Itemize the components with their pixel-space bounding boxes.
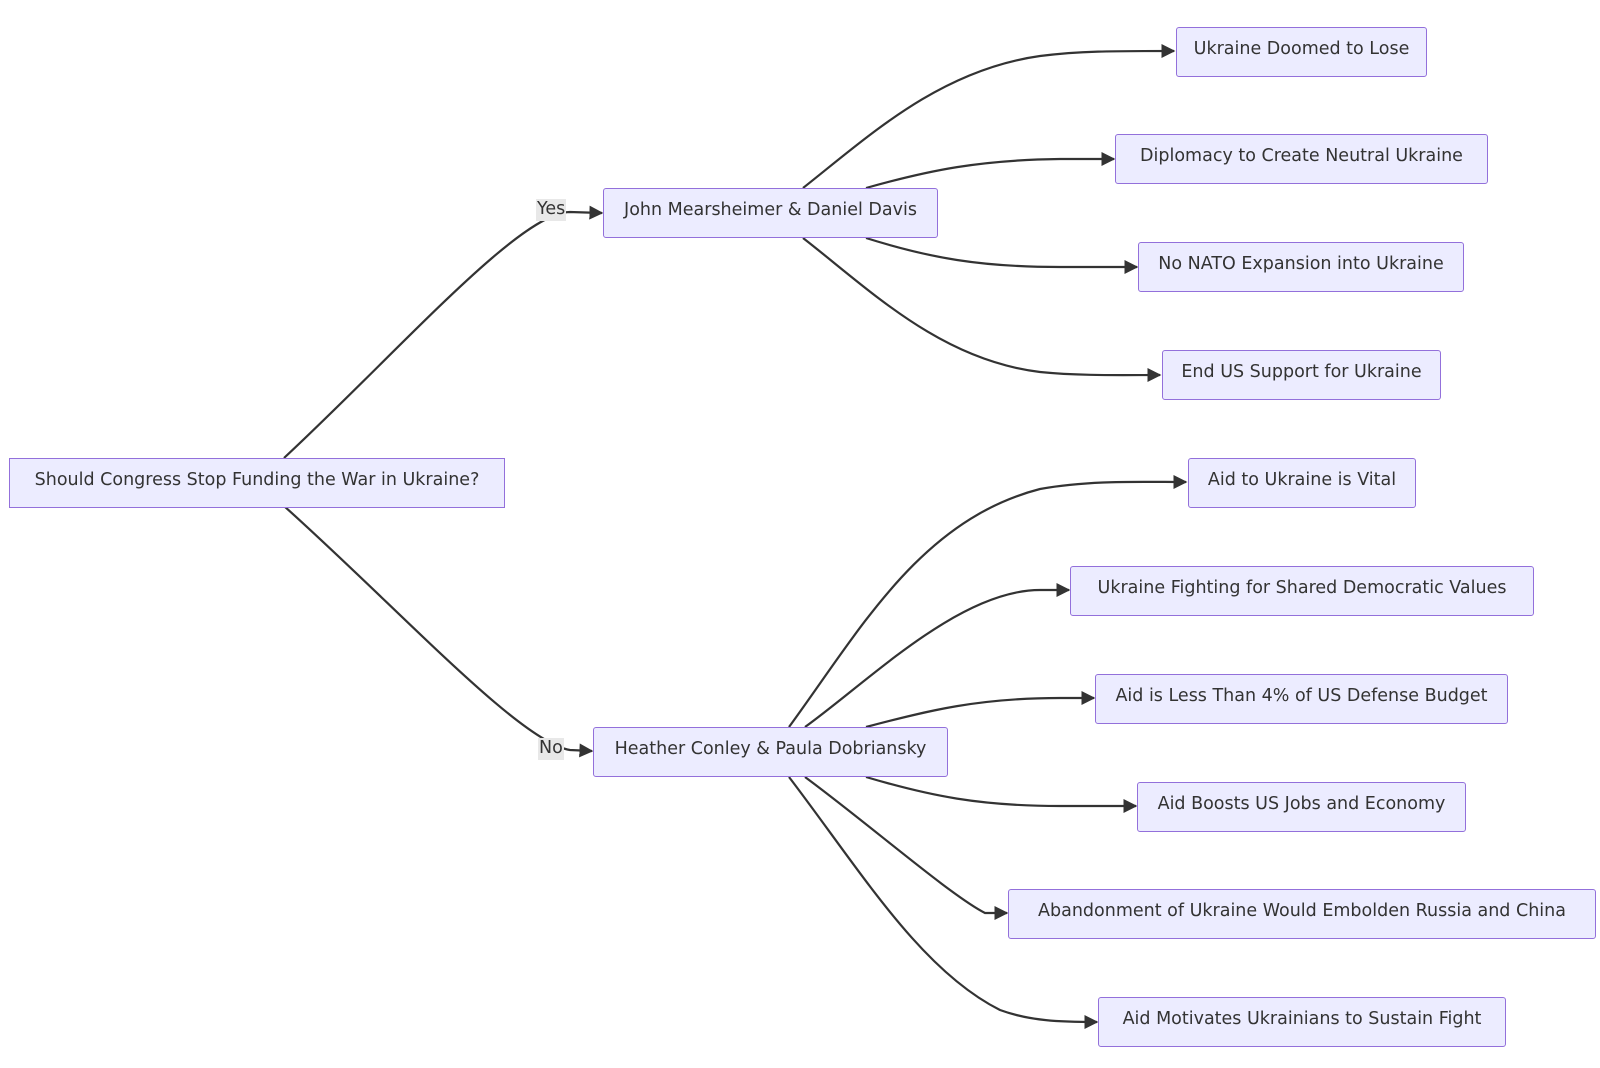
edge-root-to-yes-speaker [283, 205, 604, 459]
edge-label-yes: Yes [536, 199, 567, 221]
no-argument-node: Aid to Ukraine is Vital [1188, 458, 1416, 508]
edge-yes-to-argument-3 [865, 236, 1139, 274]
edge-no-to-argument-5 [804, 776, 1009, 920]
edge-no-to-argument-3 [865, 691, 1096, 729]
root-question-node: Should Congress Stop Funding the War in … [9, 458, 505, 508]
yes-argument-node: End US Support for Ukraine [1162, 350, 1441, 400]
yes-speaker-node: John Mearsheimer & Daniel Davis [603, 188, 938, 238]
edge-no-to-argument-1 [788, 474, 1188, 728]
edge-yes-to-argument-2 [865, 152, 1116, 190]
no-argument-node: Aid Motivates Ukrainians to Sustain Figh… [1098, 997, 1506, 1047]
yes-argument-node: Diplomacy to Create Neutral Ukraine [1115, 134, 1488, 184]
edge-yes-to-argument-1 [802, 44, 1176, 189]
no-argument-node: Aid is Less Than 4% of US Defense Budget [1095, 674, 1508, 724]
edge-no-to-argument-6 [788, 776, 1099, 1029]
no-argument-node: Aid Boosts US Jobs and Economy [1137, 782, 1466, 832]
edge-root-to-no-speaker [283, 505, 594, 758]
yes-argument-node: No NATO Expansion into Ukraine [1138, 242, 1464, 292]
no-argument-node: Abandonment of Ukraine Would Embolden Ru… [1008, 889, 1596, 939]
edge-label-no: No [538, 738, 564, 760]
edge-no-to-argument-4 [865, 775, 1138, 813]
yes-argument-node: Ukraine Doomed to Lose [1176, 27, 1427, 77]
edge-no-to-argument-2 [804, 583, 1071, 728]
no-argument-node: Ukraine Fighting for Shared Democratic V… [1070, 566, 1534, 616]
no-speaker-node: Heather Conley & Paula Dobriansky [593, 727, 948, 777]
edge-yes-to-argument-4 [802, 237, 1162, 383]
